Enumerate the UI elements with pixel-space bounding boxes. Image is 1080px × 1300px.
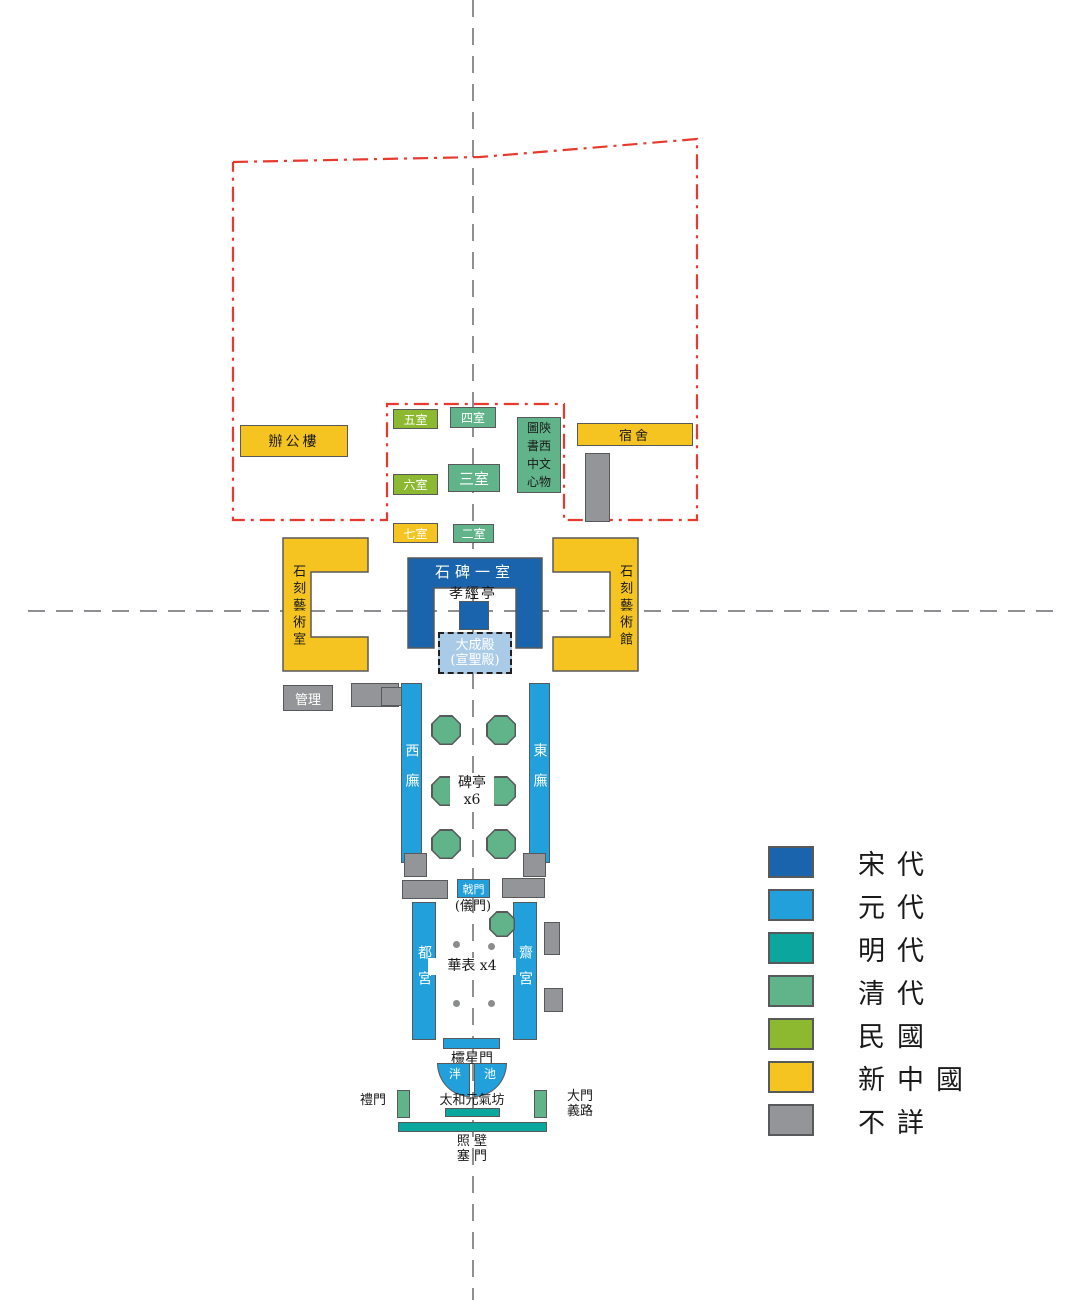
li-gate xyxy=(397,1090,410,1118)
huabiao-pillar-2 xyxy=(488,943,495,950)
stele-room-one-hall-shape xyxy=(407,557,543,649)
huabiao-pillar-3 xyxy=(453,1000,460,1007)
yi-gate-label: (儀門) xyxy=(454,899,492,914)
legend-row-song: 宋代 xyxy=(768,846,975,881)
unknown-building-c xyxy=(404,853,427,877)
li-gate-label: 禮門 xyxy=(359,1093,386,1108)
stone-art-room-shape xyxy=(282,537,369,672)
legend-label-ming: 明代 xyxy=(858,935,936,967)
unknown-building-e xyxy=(402,880,448,899)
main-gate xyxy=(534,1090,547,1118)
legend-label-xinzhongguo: 新中國 xyxy=(858,1064,975,1096)
stele-pavilion-2 xyxy=(486,715,516,745)
red-boundary-line xyxy=(231,137,699,522)
taihe-archway xyxy=(445,1108,500,1117)
dacheng-hall-site: 大成殿 (宣聖殿) xyxy=(438,632,512,674)
room-2: 二室 xyxy=(453,524,494,543)
book-center: 圖陝 書西 中文 心物 xyxy=(517,417,561,493)
legend-swatch-xinzhongguo xyxy=(768,1061,814,1093)
legend-swatch-qing xyxy=(768,975,814,1007)
legend-row-unknown: 不詳 xyxy=(768,1104,975,1139)
xiaojing-pavilion xyxy=(459,601,489,630)
office-building: 辦公樓 xyxy=(240,425,348,457)
legend-label-song: 宋代 xyxy=(858,849,936,881)
west-wing: 西廡 xyxy=(401,683,422,863)
stele-pavilion-5 xyxy=(431,829,461,859)
room-5: 五室 xyxy=(393,409,438,429)
unknown-building-h xyxy=(544,988,563,1012)
unknown-building-b xyxy=(381,687,402,706)
unknown-building-f xyxy=(502,878,545,898)
legend-row-ming: 明代 xyxy=(768,932,975,967)
legend-swatch-ming xyxy=(768,932,814,964)
east-wing: 東廡 xyxy=(529,683,550,863)
legend-label-unknown: 不詳 xyxy=(858,1107,936,1139)
legend-label-qing: 清代 xyxy=(858,978,936,1010)
screen-wall-label: 照 壁 塞 門 xyxy=(456,1134,488,1165)
lingxing-gate xyxy=(443,1038,500,1049)
ji-gate: 戟門 xyxy=(457,879,490,898)
unknown-building-d xyxy=(523,853,546,877)
stone-art-room-label: 石刻藝術室 xyxy=(290,563,306,649)
pan-pond-label-right: 池 xyxy=(483,1067,496,1081)
huabiao-pillar-1 xyxy=(453,941,460,948)
management-office: 管理 xyxy=(283,685,333,711)
taihe-archway-label: 太和元氣坊 xyxy=(439,1093,505,1108)
stele-room-one-label: 石碑一室 xyxy=(434,563,515,581)
legend-row-yuan: 元代 xyxy=(768,889,975,924)
pavilion-octagon xyxy=(489,911,515,937)
legend-swatch-song xyxy=(768,846,814,878)
xiaojing-pavilion-label: 孝經亭 xyxy=(449,586,497,602)
legend-row-minguo: 民國 xyxy=(768,1018,975,1053)
huabiao-pillar-4 xyxy=(488,1000,495,1007)
dormitory-annex xyxy=(585,453,610,522)
huabiao-label: 華表 x4 xyxy=(428,958,516,975)
main-gate-label: 大門 義路 xyxy=(566,1089,593,1120)
screen-wall xyxy=(398,1122,547,1132)
stele-pavilions-label: 碑亭 x6 xyxy=(450,775,494,809)
zhai-palace-label: 齋宮 xyxy=(517,945,533,997)
stele-pavilion-6 xyxy=(486,829,516,859)
room-6: 六室 xyxy=(393,474,438,495)
legend-label-yuan: 元代 xyxy=(858,892,936,924)
room-3: 三室 xyxy=(448,464,500,492)
zhai-palace: 齋宮 xyxy=(513,902,537,1040)
east-wing-label: 東廡 xyxy=(531,743,548,803)
west-wing-label: 西廡 xyxy=(403,743,420,803)
dormitory: 宿舍 xyxy=(577,423,693,446)
unknown-building-g xyxy=(544,922,560,955)
room-7: 七室 xyxy=(393,523,438,543)
legend-row-qing: 清代 xyxy=(768,975,975,1010)
legend-swatch-unknown xyxy=(768,1104,814,1136)
room-4: 四室 xyxy=(450,407,496,428)
legend-label-minguo: 民國 xyxy=(858,1021,936,1053)
stone-art-gallery-shape xyxy=(552,537,639,672)
legend-swatch-minguo xyxy=(768,1018,814,1050)
stele-pavilion-1 xyxy=(431,715,461,745)
legend: 宋代 元代 明代 清代 民國 新中國 不詳 xyxy=(768,846,975,1147)
stone-art-gallery-label: 石刻藝術館 xyxy=(617,563,633,649)
legend-row-xinzhongguo: 新中國 xyxy=(768,1061,975,1096)
pan-pond-label-left: 泮 xyxy=(448,1067,461,1081)
legend-swatch-yuan xyxy=(768,889,814,921)
